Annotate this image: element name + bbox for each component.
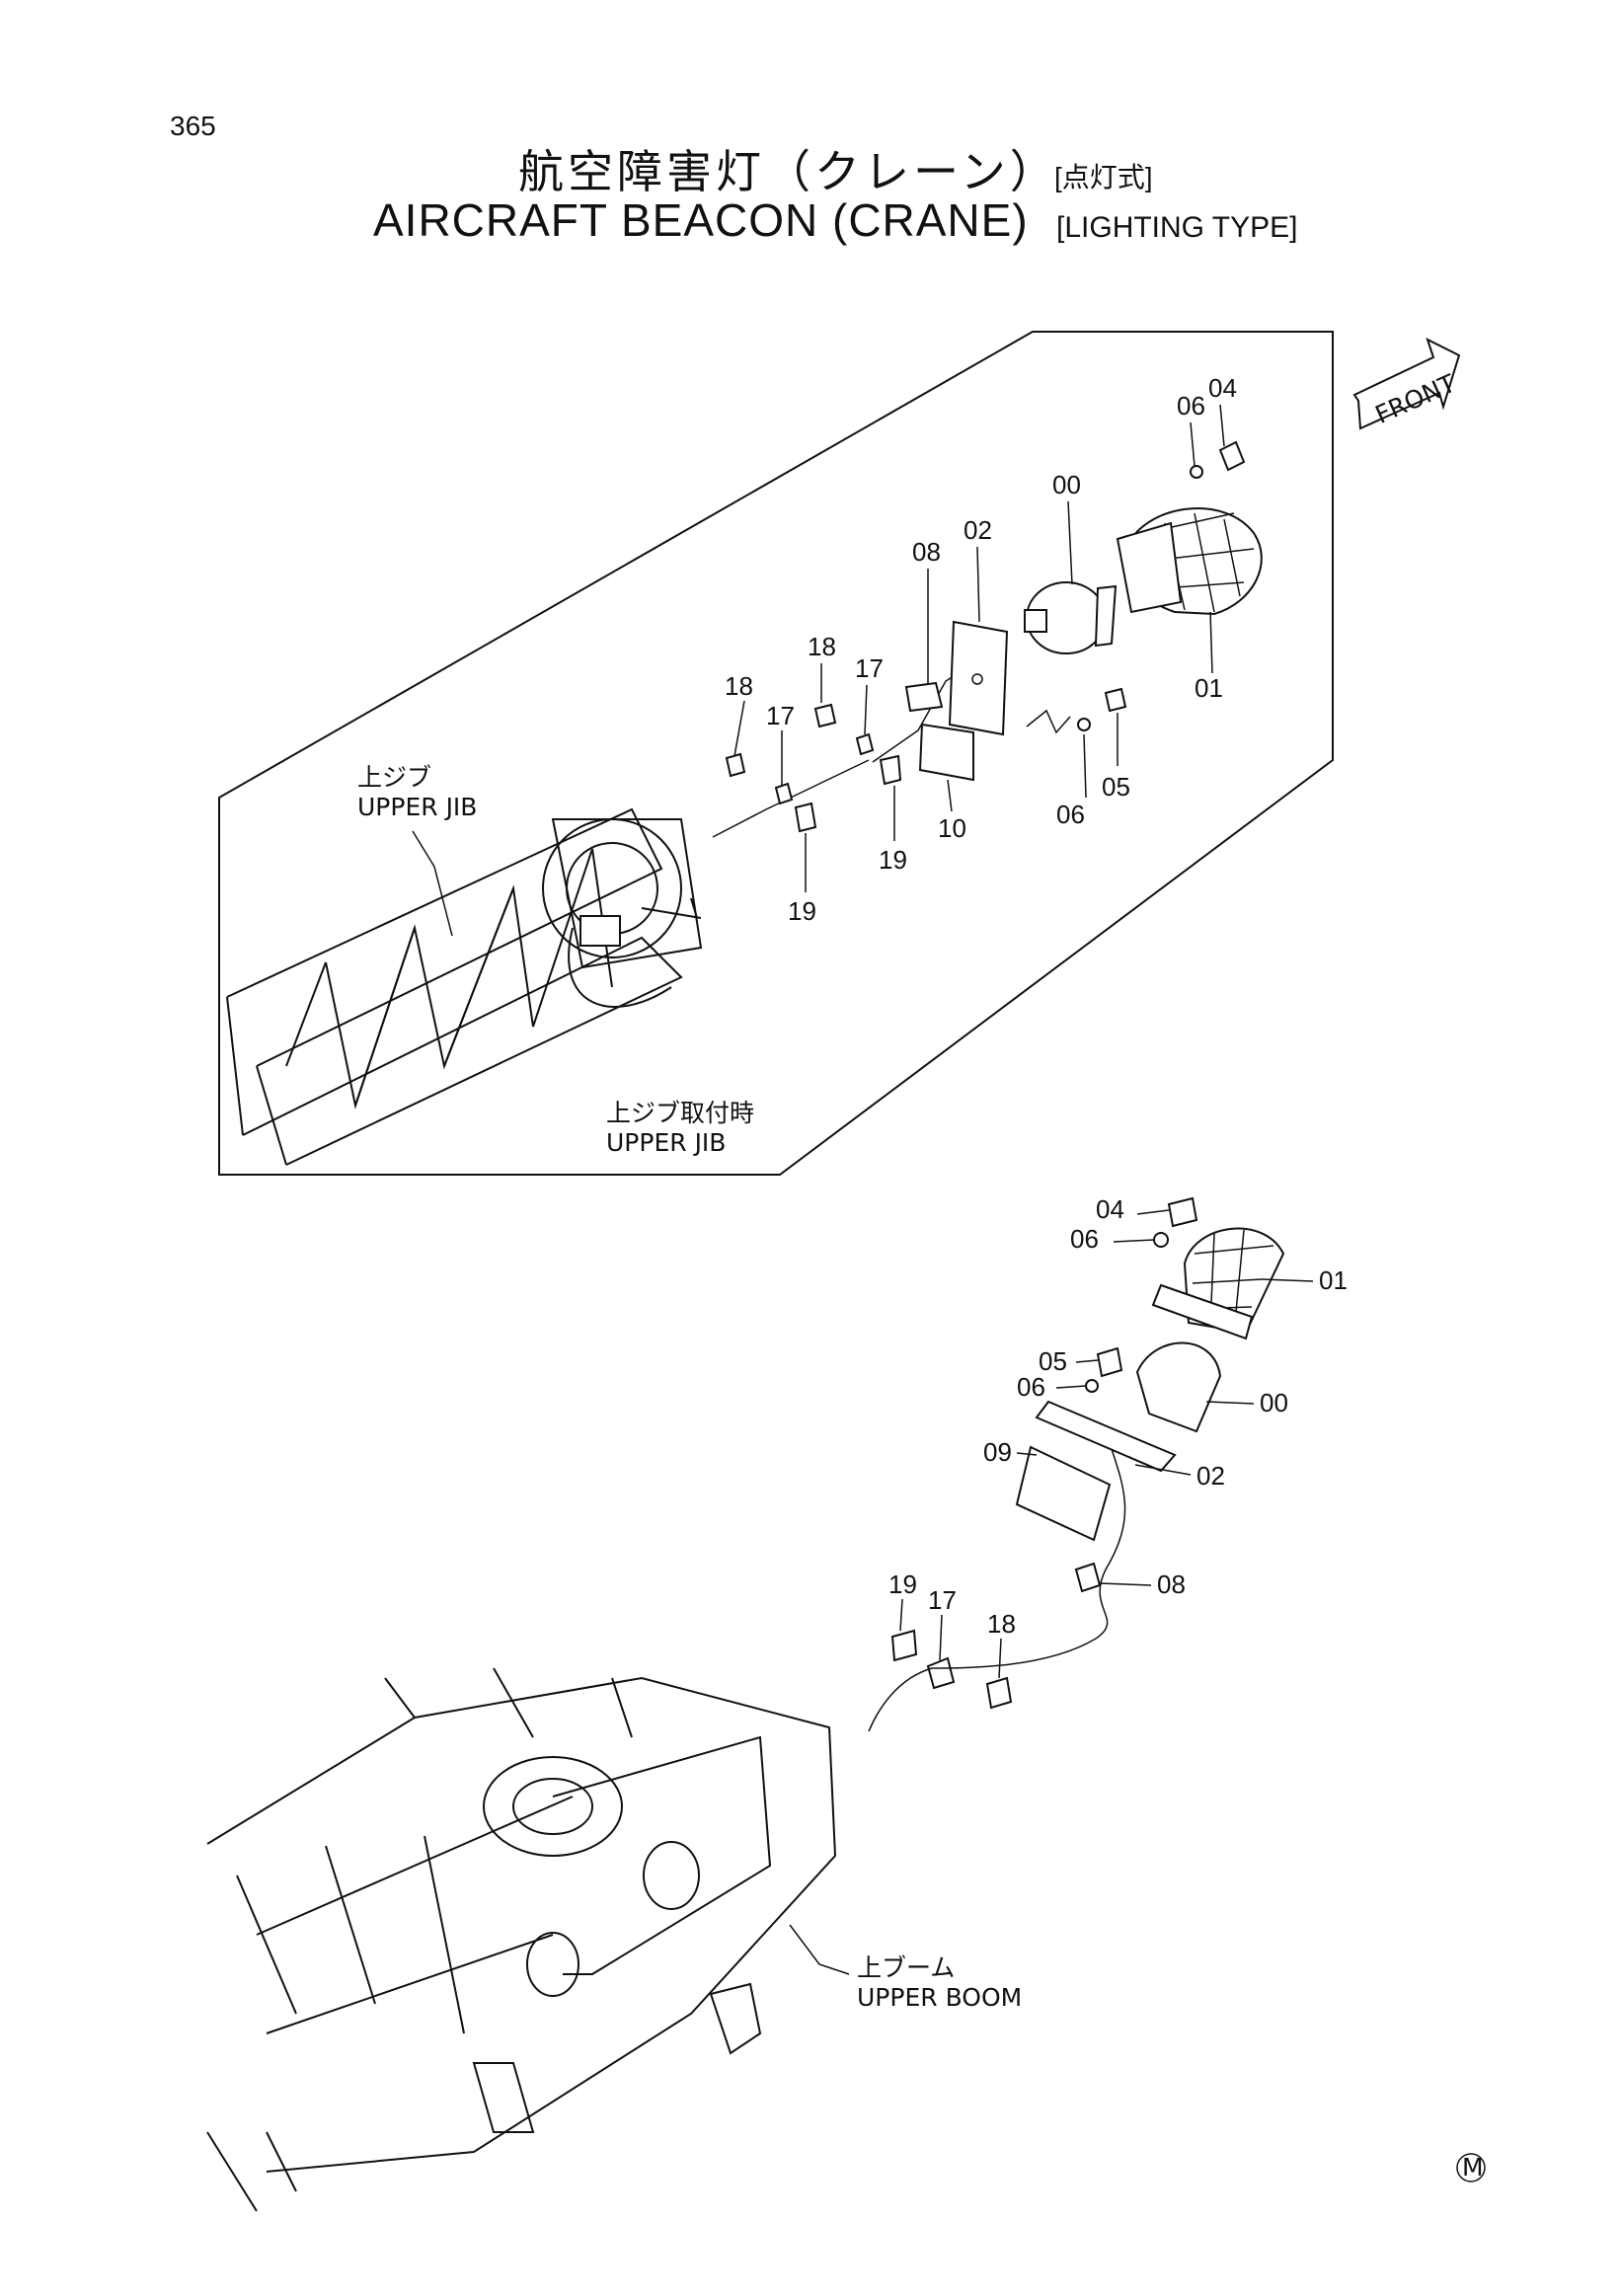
callout-upper-05: 05 — [1102, 772, 1130, 802]
title-japanese-subtitle: [点灯式] — [1054, 162, 1153, 192]
upper-cage-guard — [1116, 507, 1263, 616]
upper-base-plate — [918, 723, 974, 782]
upper-mount-plate — [948, 620, 1009, 736]
callout-lower-02: 02 — [1196, 1461, 1225, 1491]
title-english-subtitle: [LIGHTING TYPE] — [1056, 211, 1298, 244]
lower-fasteners — [890, 1196, 1198, 1710]
upper-jib-structure — [226, 660, 978, 1166]
callout-lower-09: 09 — [983, 1437, 1012, 1467]
callout-lower-08: 08 — [1157, 1569, 1186, 1599]
label-upper-boom-jp: 上ブーム — [857, 1953, 955, 1982]
callout-upper-06-a: 06 — [1177, 391, 1205, 421]
m-mark-icon: M — [1456, 2153, 1486, 2182]
front-arrow-icon: FRONT — [1352, 338, 1460, 430]
callout-lower-06-b: 06 — [1017, 1372, 1045, 1402]
upper-connector — [904, 681, 944, 713]
callout-lower-17: 17 — [928, 1585, 957, 1615]
lower-leader-lines — [899, 1209, 1314, 1679]
callout-upper-02: 02 — [964, 515, 992, 545]
label-upper-jib-mount-jp: 上ジブ取付時 — [606, 1099, 754, 1127]
callout-upper-19-a: 19 — [879, 845, 907, 875]
upper-leader-lines — [733, 404, 1225, 892]
callout-upper-18-b: 18 — [725, 671, 753, 701]
lower-beacon-bulb — [1135, 1341, 1222, 1433]
lower-cage-guard — [1151, 1227, 1285, 1340]
label-upper-boom-en: UPPER BOOM — [857, 1983, 1022, 2012]
lower-wire — [868, 1448, 1126, 1732]
callout-upper-06-b: 06 — [1056, 800, 1085, 829]
lower-shim-plate — [1015, 1445, 1112, 1542]
corner-mark-label: M — [1462, 2153, 1484, 2181]
lower-mount-plate — [1035, 1400, 1177, 1473]
upper-fasteners — [725, 440, 1246, 833]
upper-beacon-bulb — [1024, 581, 1118, 654]
callout-lower-05: 05 — [1039, 1346, 1067, 1376]
callout-upper-18-a: 18 — [808, 632, 836, 661]
page-number: 365 — [170, 111, 216, 141]
callout-upper-04: 04 — [1208, 373, 1237, 403]
callout-lower-06-a: 06 — [1070, 1224, 1099, 1254]
callout-upper-19-b: 19 — [788, 896, 816, 926]
label-upper-jib-mount-en: UPPER JIB — [606, 1128, 726, 1157]
title-english: AIRCRAFT BEACON (CRANE) — [373, 194, 1029, 246]
upper-beacon-parts: 04 06 00 02 08 18 17 18 17 01 06 05 10 1… — [725, 373, 1263, 926]
callout-upper-17-b: 17 — [766, 701, 795, 730]
front-label: FRONT — [1371, 368, 1460, 429]
lower-beacon-parts: 04 06 01 05 06 00 09 02 08 19 17 18 — [868, 1194, 1348, 1732]
callout-upper-00: 00 — [1052, 470, 1081, 499]
upper-boom-structure — [206, 1667, 850, 2212]
callout-upper-08: 08 — [912, 537, 941, 567]
label-upper-jib-en: UPPER JIB — [357, 793, 477, 821]
callout-lower-00: 00 — [1260, 1388, 1288, 1417]
callout-lower-18: 18 — [987, 1609, 1016, 1639]
label-upper-jib-jp: 上ジブ — [357, 763, 431, 792]
callout-upper-01: 01 — [1195, 673, 1223, 703]
callout-lower-01: 01 — [1319, 1265, 1348, 1295]
callout-lower-04: 04 — [1096, 1194, 1124, 1224]
title-japanese: 航空障害灯（クレーン） — [518, 146, 1059, 197]
callout-upper-10: 10 — [938, 813, 966, 843]
upper-jib-leader — [412, 830, 453, 937]
upper-inset-frame — [218, 331, 1334, 1176]
callout-lower-19: 19 — [888, 1569, 917, 1599]
callout-upper-17-a: 17 — [855, 653, 884, 683]
